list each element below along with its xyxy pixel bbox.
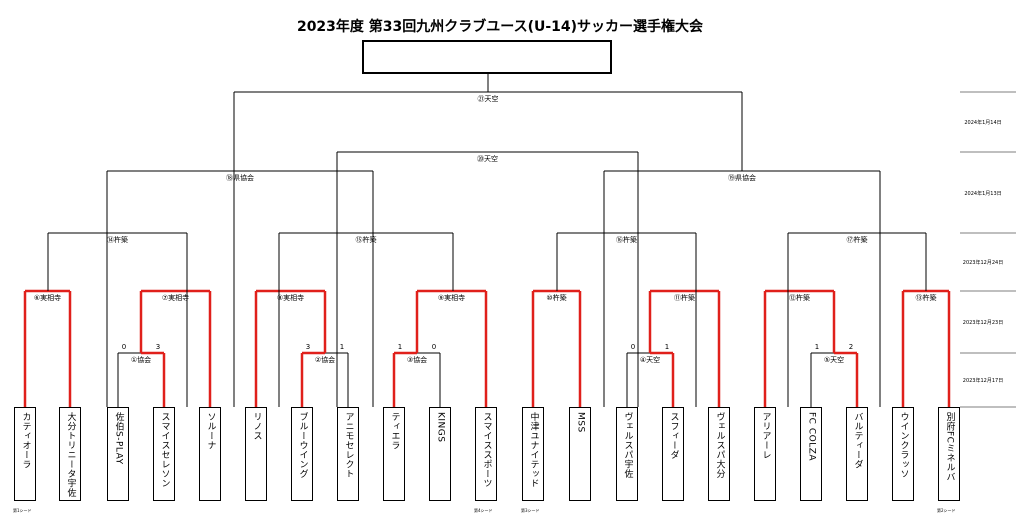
team-box: アリアーレ bbox=[754, 407, 776, 501]
team-name: FC COLZA bbox=[806, 412, 817, 462]
team-box: スマイスセレソン bbox=[153, 407, 175, 501]
team-name: ブルーウイング bbox=[297, 412, 308, 479]
team-box: 佐伯S-PLAY bbox=[107, 407, 129, 501]
match-label: ⑱県協会 bbox=[226, 173, 254, 182]
team-name: ソルーナ bbox=[205, 412, 216, 450]
champion-box bbox=[362, 40, 612, 74]
tournament-title: 2023年度 第33回九州クラブユース(U-14)サッカー選手権大会 bbox=[296, 19, 704, 35]
score-left: 0 bbox=[122, 343, 126, 351]
match-label: ⑧実相寺 bbox=[277, 293, 304, 302]
team-name: ウインクラッソ bbox=[898, 412, 909, 479]
team-box: カティオーラ bbox=[14, 407, 36, 501]
team-box: スフィーダ bbox=[662, 407, 684, 501]
round-date: 2023年12月24日 bbox=[962, 260, 1004, 266]
score-right: 2 bbox=[849, 343, 853, 351]
score-right: 0 bbox=[432, 343, 436, 351]
match-label: ⑭杵築 bbox=[107, 235, 128, 244]
team-box: ウインクラッソ bbox=[892, 407, 914, 501]
match-label: ⑰杵築 bbox=[847, 235, 868, 244]
match-label: ②協会 bbox=[315, 355, 335, 364]
match-label: ④天空 bbox=[640, 355, 660, 364]
match-label: ③協会 bbox=[407, 355, 427, 364]
score-left: 0 bbox=[631, 343, 635, 351]
score-right: 3 bbox=[156, 343, 160, 351]
round-date: 2024年1月14日 bbox=[964, 120, 1002, 126]
team-box: 大分トリニータ宇佐 bbox=[59, 407, 81, 501]
team-name: ヴェルスパ大分 bbox=[714, 412, 725, 479]
seed-note: 第4シード bbox=[474, 508, 493, 513]
match-label: ㉑天空 bbox=[478, 94, 499, 103]
team-box: ソルーナ bbox=[199, 407, 221, 501]
match-label: ⑩杵築 bbox=[546, 293, 566, 302]
team-name: 大分トリニータ宇佐 bbox=[65, 412, 76, 498]
team-name: ティエラ bbox=[389, 412, 400, 450]
team-box: ブルーウイング bbox=[291, 407, 313, 501]
score-left: 1 bbox=[815, 343, 819, 351]
score-right: 1 bbox=[340, 343, 344, 351]
team-name: バルティーダ bbox=[852, 412, 863, 469]
match-label: ⑮杵築 bbox=[356, 235, 377, 244]
team-name: 別府FCミネルバ bbox=[944, 412, 955, 482]
team-box: FC COLZA bbox=[800, 407, 822, 501]
team-box: MSS bbox=[569, 407, 591, 501]
match-label: ⑳天空 bbox=[477, 154, 498, 163]
match-label: ⑬杵築 bbox=[916, 293, 937, 302]
round-date: 2024年1月13日 bbox=[964, 190, 1002, 197]
team-box: バルティーダ bbox=[846, 407, 868, 501]
team-box: リノス bbox=[245, 407, 267, 501]
score-left: 3 bbox=[306, 343, 310, 351]
match-label: ⑥実相寺 bbox=[34, 293, 61, 302]
match-label: ⑫杵築 bbox=[789, 293, 810, 302]
team-name: スフィーダ bbox=[668, 412, 679, 460]
team-box: ヴェルスパ大分 bbox=[708, 407, 730, 501]
seed-note: 第1シード bbox=[13, 508, 32, 513]
match-label: ⑲県協会 bbox=[728, 173, 756, 182]
team-box: ティエラ bbox=[383, 407, 405, 501]
team-name: スマイススポーツ bbox=[481, 412, 492, 488]
score-left: 1 bbox=[398, 343, 402, 351]
match-label: ⑨実相寺 bbox=[438, 293, 465, 302]
match-label: ⑪杵築 bbox=[674, 293, 695, 302]
match-label: ①協会 bbox=[131, 355, 151, 364]
team-name: KINGS bbox=[435, 412, 446, 443]
score-right: 1 bbox=[665, 343, 669, 351]
team-name: MSS bbox=[575, 412, 586, 433]
team-box: 中津ユナイテッド bbox=[522, 407, 544, 501]
team-name: 中津ユナイテッド bbox=[528, 412, 539, 488]
round-date: 2023年12月23日 bbox=[962, 320, 1004, 326]
team-name: アリアーレ bbox=[760, 412, 771, 460]
match-label: ⑯杵築 bbox=[616, 235, 637, 244]
team-box: ヴェルスパ宇佐 bbox=[616, 407, 638, 501]
match-label: ⑦実相寺 bbox=[162, 293, 189, 302]
seed-note: 第3シード bbox=[521, 508, 540, 513]
team-box: アニモセレクト bbox=[337, 407, 359, 501]
team-box: KINGS bbox=[429, 407, 451, 501]
team-name: ヴェルスパ宇佐 bbox=[622, 412, 633, 479]
team-box: 別府FCミネルバ bbox=[938, 407, 960, 501]
team-box: スマイススポーツ bbox=[475, 407, 497, 501]
team-name: 佐伯S-PLAY bbox=[113, 412, 124, 465]
match-label: ⑤天空 bbox=[824, 355, 844, 364]
team-name: スマイスセレソン bbox=[159, 412, 170, 488]
round-date: 2023年12月17日 bbox=[962, 378, 1004, 384]
team-name: カティオーラ bbox=[20, 412, 31, 469]
team-name: リノス bbox=[251, 412, 262, 441]
team-name: アニモセレクト bbox=[343, 412, 354, 479]
seed-note: 第2シード bbox=[937, 508, 956, 513]
